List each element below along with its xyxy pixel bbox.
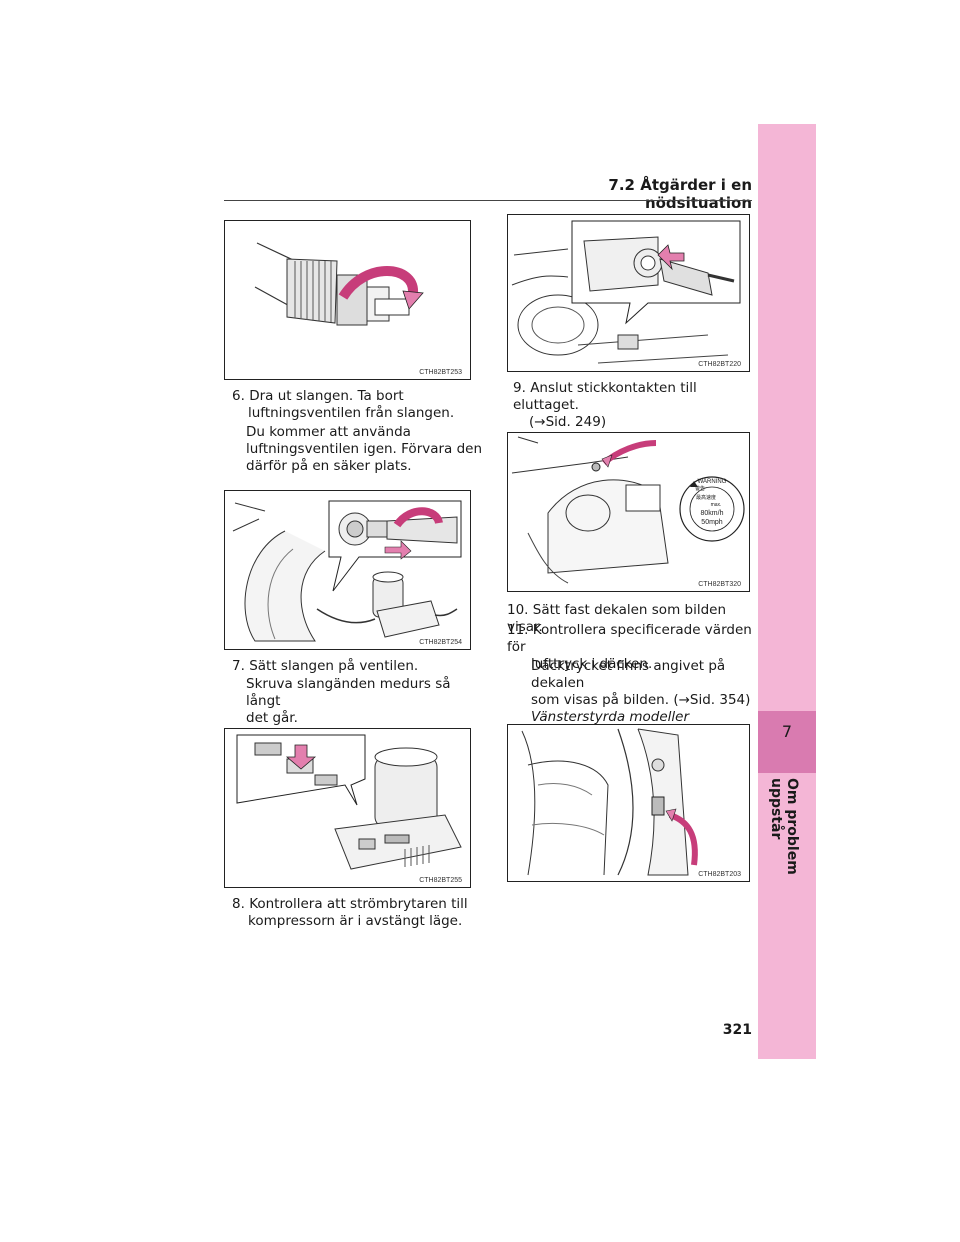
step-number: 7. [232, 658, 245, 674]
figure-code: CTH82BT255 [419, 877, 462, 884]
sticker-warning-text: WARNING [698, 479, 727, 485]
step-11: 11. Kontrollera specificerade värden för… [507, 622, 757, 673]
sticker-cjk-top: 警告 [695, 485, 705, 492]
step-10: 10. Sätt fast dekalen som bilden visar. [507, 602, 757, 636]
step-number: 10. [507, 602, 529, 618]
step-text-cont: luftningsventilen från slangen. [248, 405, 455, 421]
chapter-tab-active[interactable] [758, 711, 816, 773]
sticker-speed-mph: 50mph [701, 519, 723, 526]
step-text: Sätt fast dekalen som bilden visar. [507, 602, 727, 635]
chapter-sidebar [758, 124, 816, 1059]
figure-code: CTH82BT220 [698, 361, 741, 368]
page-number: 321 [722, 1022, 752, 1038]
figure-attach-hose: CTH82BT254 [224, 490, 471, 650]
step-text: Sätt slangen på ventilen. [249, 658, 419, 674]
step-11-note: Däcktrycket finns angivet på dekalen som… [531, 658, 756, 726]
figure-code: CTH82BT203 [698, 871, 741, 878]
note-line: Skruva slangänden medurs så långt [246, 676, 451, 709]
header-divider [224, 200, 752, 201]
chapter-number: 7 [781, 722, 793, 741]
figure-sticker-placement: WARNING 警告 最高速度 max. 80km/h 50mph CTH82B… [507, 432, 750, 592]
step-text-cont: lufttryck i däcken. [531, 656, 653, 672]
step-7-note: Skruva slangänden medurs så långt det gå… [246, 676, 486, 727]
figure-power-switch: CTH82BT255 [224, 728, 471, 888]
figure-remove-valve: CTH82BT253 [224, 220, 471, 380]
sticker-speed-kmh: 80km/h [701, 510, 724, 517]
chapter-label: Om problem uppstår [768, 778, 800, 875]
figure-door-label: CTH82BT203 [507, 724, 750, 882]
figure-code: CTH82BT253 [419, 369, 462, 376]
note-line: luftningsventilen igen. Förvara den [246, 441, 483, 457]
sticker-cjk-mid: 最高速度 [696, 494, 716, 501]
figure-code: CTH82BT320 [698, 581, 741, 588]
section-title: 7.2 Åtgärder i en nödsituation [608, 176, 752, 212]
note-line: det går. [246, 710, 298, 726]
sticker-max-label: max. [711, 502, 722, 508]
note-line: Du kommer att använda [246, 424, 411, 440]
note-line: därför på en säker plats. [246, 458, 412, 474]
step-text: Dra ut slangen. Ta bort [249, 388, 404, 404]
step-9: 9. Anslut stickkontakten till eluttaget.… [513, 380, 758, 431]
step-7: 7. Sätt slangen på ventilen. [232, 658, 482, 675]
step-text: Kontrollera specificerade värden för [507, 622, 752, 655]
step-text-cont: kompressorn är i avstängt läge. [248, 913, 463, 929]
note-line[interactable]: som visas på bilden. (→Sid. 354) [531, 692, 751, 708]
step-number: 8. [232, 896, 245, 912]
step-6: 6. Dra ut slangen. Ta bort luftningsvent… [232, 388, 482, 422]
step-8: 8. Kontrollera att strömbrytaren till ko… [232, 896, 482, 930]
step-number: 11. [507, 622, 529, 638]
figure-power-outlet: CTH82BT220 [507, 214, 750, 372]
note-line: Däcktrycket finns angivet på dekalen [531, 658, 726, 691]
step-text: Kontrollera att strömbrytaren till [249, 896, 468, 912]
step-6-note: Du kommer att använda luftningsventilen … [246, 424, 486, 475]
step-number: 6. [232, 388, 245, 404]
model-variant-label: Vänsterstyrda modeller [531, 709, 690, 725]
step-number: 9. [513, 380, 526, 396]
page-reference[interactable]: (→Sid. 249) [529, 414, 607, 430]
step-text: Anslut stickkontakten till eluttaget. [513, 380, 697, 413]
figure-code: CTH82BT254 [419, 639, 462, 646]
